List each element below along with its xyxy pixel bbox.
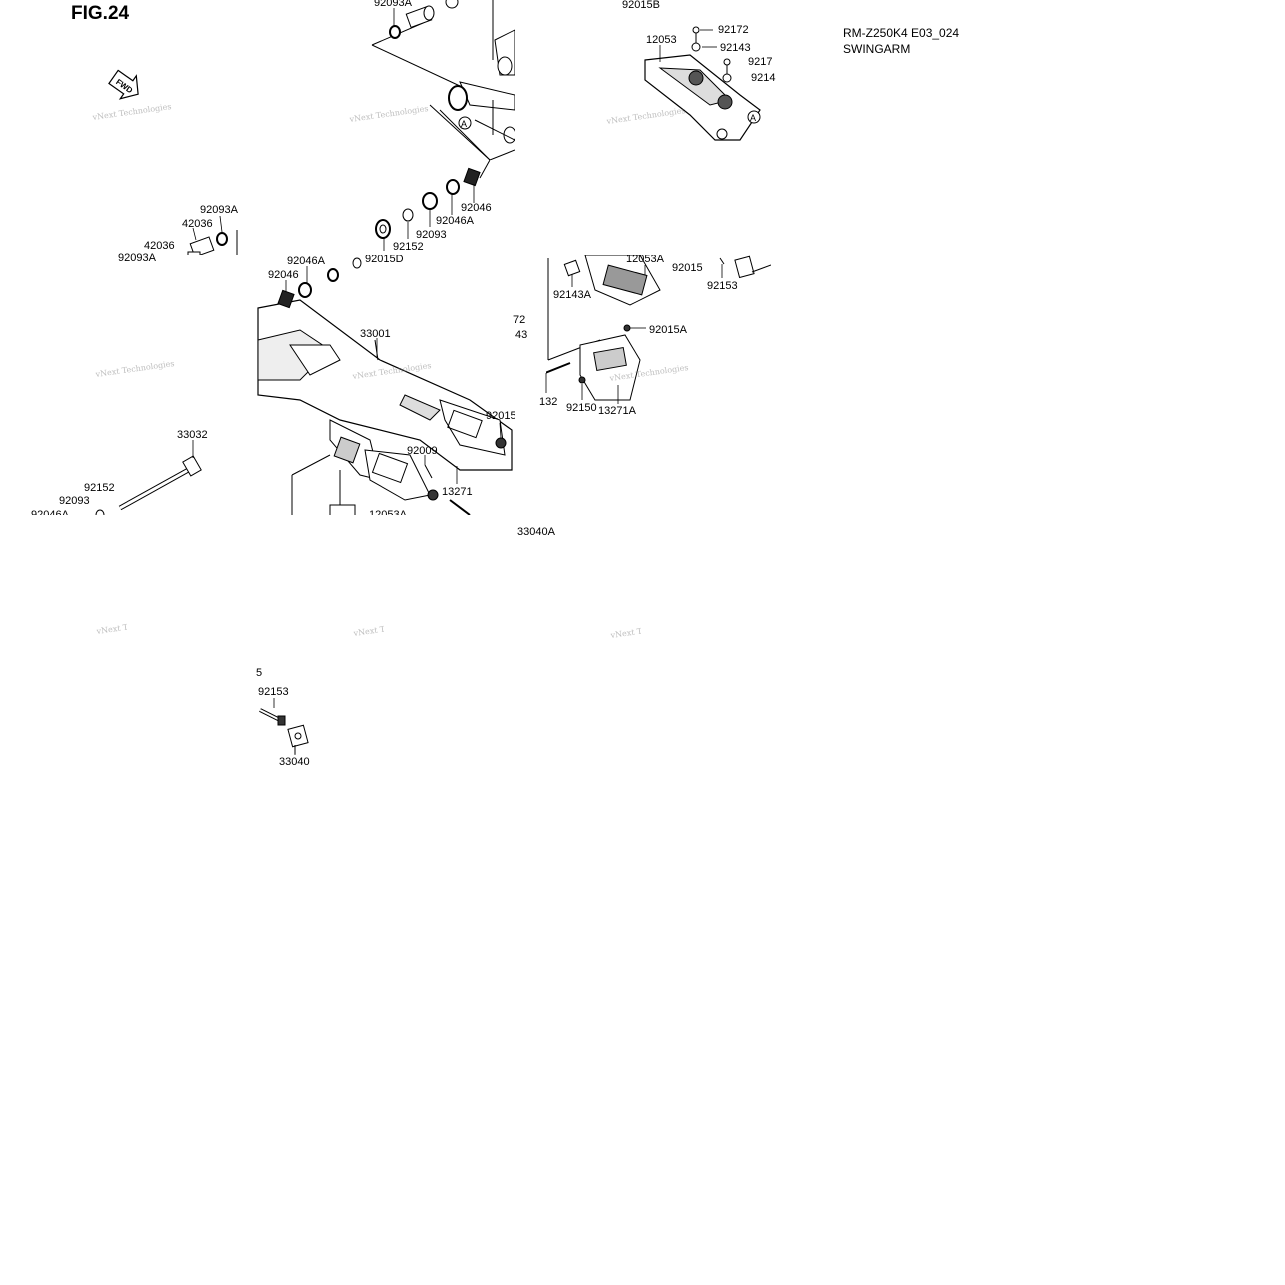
label-92143A: 92143A [553,289,592,301]
label-92172-partial: 72 [513,314,525,326]
label-92046-right: 92046 [461,202,492,214]
label-42036-a: 42036 [182,218,213,230]
label-92046-left: 92046 [268,269,299,281]
leader-lines [192,8,723,755]
label-33032: 33032 [177,429,208,441]
section-name: SWINGARM [843,42,911,56]
bushing-group-left [187,230,238,255]
label-92153-bottom: 92153 [258,686,289,698]
svg-text:vNext Technologies: vNext Technologies [352,618,433,638]
callout-a-right: A [747,110,761,124]
label-92093A-mid: 92093A [200,204,239,216]
label-92143-cut: 9214 [751,72,775,84]
part-number-labels: 92093A 92015B 92172 12053 92143 9217 921… [31,0,775,768]
label-92015B: 92015B [622,0,660,11]
label-132-partial: 132 [539,396,557,408]
label-92046A-right: 92046A [436,215,475,227]
chain-guide-bracket [644,26,761,141]
label-5-partial: 5 [256,667,262,679]
swingarm-body [257,257,513,515]
chain-guide [546,255,771,401]
label-92143-partial: 43 [515,329,527,341]
label-12053A-top: 12053A [626,253,665,265]
label-33040: 33040 [279,756,310,768]
svg-text:A: A [461,119,467,129]
label-92093-low: 92093 [59,495,90,507]
label-92172: 92172 [718,24,749,36]
label-92093-mid: 92093 [416,229,447,241]
label-42036-b: 42036 [144,240,175,252]
diagram-metadata: RM-Z250K4 E03_024 SWINGARM [843,25,959,57]
label-92143: 92143 [720,42,751,54]
label-92093A: 92093A [374,0,413,9]
label-92152-mid: 92152 [393,241,424,253]
label-12053A-low: 12053A [369,509,408,521]
svg-text:vNext Technologies: vNext Technologies [94,359,175,379]
model-code: RM-Z250K4 E03_024 [843,26,960,40]
svg-text:vNext Technologies: vNext Technologies [609,620,690,640]
label-92046A-left: 92046A [287,255,326,267]
label-92150: 92150 [566,402,597,414]
label-92093A-low: 92093A [118,252,157,264]
svg-text:vNext Technologies: vNext Technologies [605,106,686,126]
pivot-shaft [95,455,202,515]
label-92009: 92009 [407,445,438,457]
svg-text:vNext Technologies: vNext Technologies [91,102,172,122]
svg-text:vNext Technologies: vNext Technologies [348,104,429,124]
label-92152-low: 92152 [84,482,115,494]
svg-text:vNext Technologies: vNext Technologies [95,616,176,636]
bearing-stack [375,104,491,239]
label-13271A: 13271A [598,405,637,417]
figure-title: FIG.24 [71,3,130,24]
label-92015-r: 92015 [672,262,703,274]
forward-arrow-icon: FWD [108,69,139,100]
label-92153-r: 92153 [707,280,738,292]
label-33040A: 33040A [517,526,556,538]
callout-a-top: A [458,116,472,130]
label-92015D: 92015D [365,253,404,265]
label-92015A: 92015A [649,324,688,336]
label-92046A-low: 92046A [31,509,70,521]
label-13271: 13271 [442,486,473,498]
label-92015-cut: 92015 [486,410,517,422]
pivot-section-top [371,0,515,160]
svg-text:A: A [750,113,756,123]
label-92172-cut: 9217 [748,56,772,68]
label-12053: 12053 [646,34,677,46]
label-33001: 33001 [360,328,391,340]
adjuster-bolt-group [259,708,309,754]
